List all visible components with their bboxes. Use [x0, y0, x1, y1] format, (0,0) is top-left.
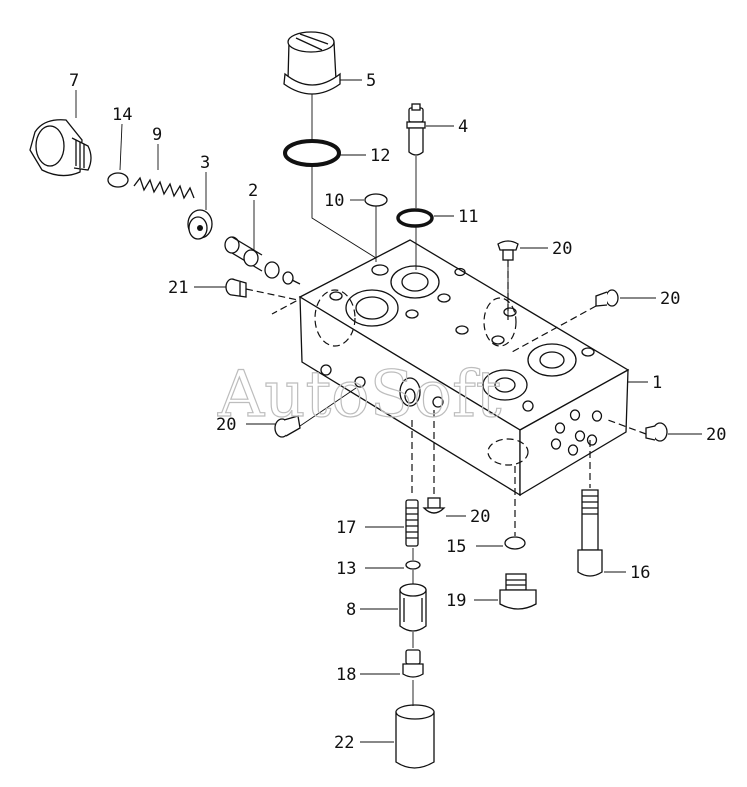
sleeve-part-8 [399, 583, 427, 632]
o-ring-part-14 [107, 172, 129, 188]
callout-15: 15 [446, 537, 466, 557]
pin-part-4 [406, 103, 426, 156]
bolt-part-20-bottom [422, 497, 446, 514]
plug-part-18 [402, 649, 424, 678]
watermark-text: AutoSoft [217, 358, 502, 432]
callout-22: 22 [334, 733, 354, 753]
spool-part-2 [224, 236, 301, 285]
o-ring-part-15 [504, 536, 526, 550]
spring-part-9 [133, 176, 195, 200]
callout-3: 3 [200, 153, 210, 173]
callout-18: 18 [336, 665, 356, 685]
callout-13: 13 [336, 559, 356, 579]
callout-10: 10 [324, 191, 344, 211]
leader-lines [75, 79, 702, 743]
o-ring-part-11 [396, 208, 434, 228]
stud-part-17 [405, 499, 419, 547]
bolt-part-20-left [274, 415, 301, 438]
callout-20-left: 20 [216, 415, 236, 435]
cap-plug-part-5 [283, 31, 341, 95]
plug-part-19 [499, 573, 537, 610]
bolt-part-21 [225, 278, 247, 298]
callout-20-top: 20 [552, 239, 572, 259]
bolt-part-20-right [645, 422, 668, 442]
callout-5: 5 [366, 71, 376, 91]
o-ring-part-10 [364, 193, 388, 207]
callout-2: 2 [248, 181, 258, 201]
o-ring-part-13 [405, 560, 421, 570]
callout-labels: 7 14 9 3 2 5 4 12 10 11 20 20 21 1 20 20… [69, 71, 726, 753]
sleeve-part-22 [395, 704, 435, 769]
plug-part-7 [29, 119, 92, 177]
valve-block-body [298, 239, 630, 497]
bolt-part-16 [577, 489, 603, 577]
callout-9: 9 [152, 125, 162, 145]
callout-17: 17 [336, 518, 356, 538]
callout-8: 8 [346, 600, 356, 620]
callout-20-right-top: 20 [660, 289, 680, 309]
callout-19: 19 [446, 591, 466, 611]
callout-4: 4 [458, 117, 468, 137]
callout-7: 7 [69, 71, 79, 91]
bolt-part-20-top [497, 240, 519, 261]
o-ring-part-12 [283, 139, 341, 167]
callout-21: 21 [168, 278, 188, 298]
callout-16: 16 [630, 563, 650, 583]
retainer-part-3 [187, 209, 213, 240]
callout-11: 11 [458, 207, 478, 227]
callout-12: 12 [370, 146, 390, 166]
assembly-centerlines [245, 94, 647, 706]
callout-20-right: 20 [706, 425, 726, 445]
bolt-part-20-right-top [595, 289, 619, 307]
callout-20-bottom: 20 [470, 507, 490, 527]
callout-14: 14 [112, 105, 132, 125]
callout-1: 1 [652, 373, 662, 393]
